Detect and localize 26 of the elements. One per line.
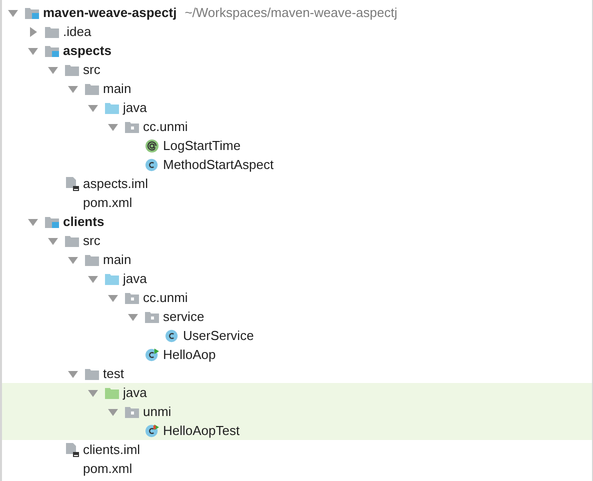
file-name: java [123,385,147,400]
file-name: src [83,62,100,77]
file-name: aspects.iml [83,176,148,191]
file-name: HelloAopTest [163,423,240,438]
file-name: HelloAop [163,347,216,362]
file-name: .idea [63,24,92,39]
file-name: test [103,366,124,381]
file-name: clients.iml [83,442,140,457]
file-name: cc.unmi [143,119,188,134]
file-name: pom.xml [83,195,132,210]
file-name: src [83,233,100,248]
file-name: java [123,100,147,115]
file-name: clients [63,214,104,229]
file-name: LogStartTime [163,138,241,153]
file-name: UserService [183,328,254,343]
file-name: aspects [63,43,112,58]
file-name: MethodStartAspect [163,157,274,172]
file-name: maven-weave-aspectj [43,5,177,20]
project-path: ~/Workspaces/maven-weave-aspectj [184,5,398,20]
file-name: cc.unmi [143,290,188,305]
file-name: java [123,271,147,286]
file-name: pom.xml [83,461,132,476]
file-name: unmi [143,404,172,419]
file-name: service [163,309,204,324]
file-name: main [103,252,132,267]
file-name: main [103,81,132,96]
